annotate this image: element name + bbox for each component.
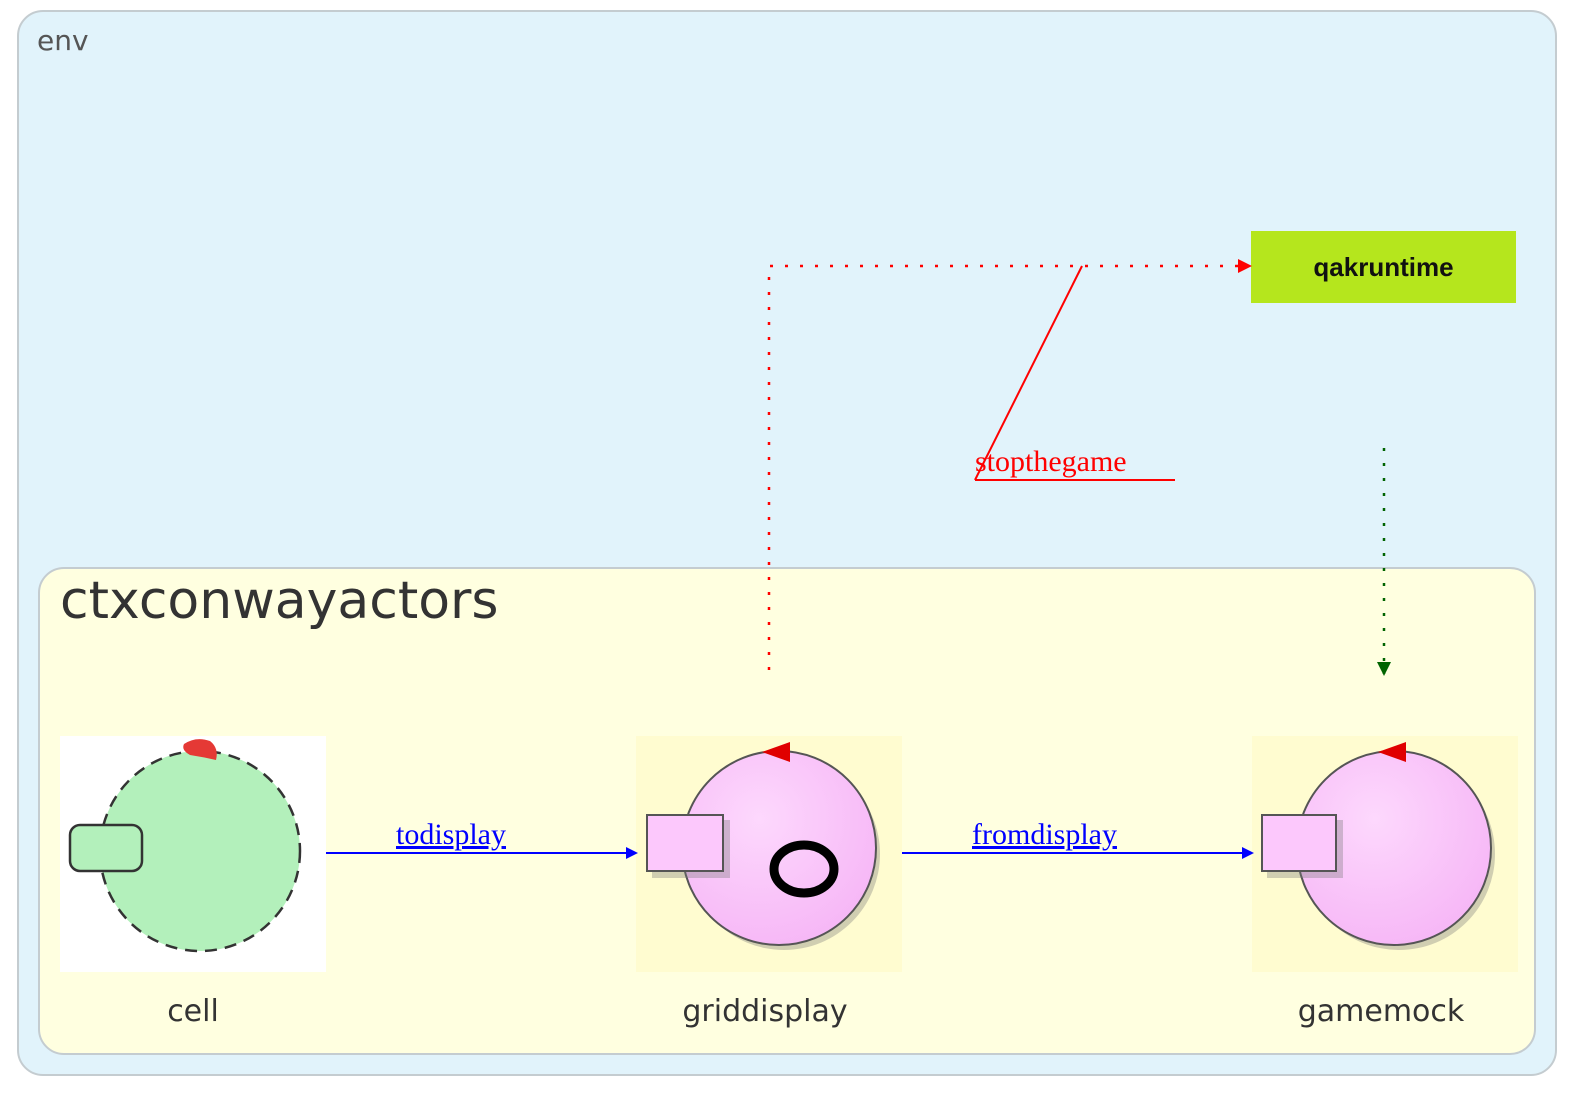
edge-todisplay[interactable]: todisplay (326, 818, 638, 859)
edge-todisplay-label: todisplay (396, 818, 506, 851)
actor-cell[interactable] (60, 736, 326, 972)
context-label: ctxconwayactors (60, 571, 499, 631)
edge-stopthegame-leader (974, 265, 1083, 481)
env-label: env (37, 24, 89, 57)
cell-state-arrow-icon (183, 739, 217, 760)
gamemock-port-box (1261, 814, 1337, 872)
actor-gamemock[interactable] (1252, 736, 1518, 972)
qakruntime-node[interactable]: qakruntime (1251, 231, 1516, 303)
actor-gamemock-label: gamemock (1297, 994, 1465, 1029)
actor-cell-label: cell (167, 994, 219, 1029)
cell-port-box (68, 823, 144, 873)
edge-stopthegame[interactable]: stopthegame (767, 259, 1252, 670)
edge-stopthegame-label: stopthegame (975, 445, 1127, 478)
griddisplay-ring-icon (769, 840, 839, 898)
edge-fromdisplay-label: fromdisplay (972, 818, 1117, 851)
actor-griddisplay[interactable] (636, 736, 902, 972)
edge-fromdisplay[interactable]: fromdisplay (902, 818, 1254, 859)
griddisplay-port-box (646, 814, 724, 872)
gamemock-state-arrow-icon (1378, 742, 1406, 762)
qakruntime-label: qakruntime (1313, 251, 1454, 282)
actor-griddisplay-label: griddisplay (682, 994, 848, 1029)
griddisplay-state-arrow-icon (762, 742, 790, 762)
